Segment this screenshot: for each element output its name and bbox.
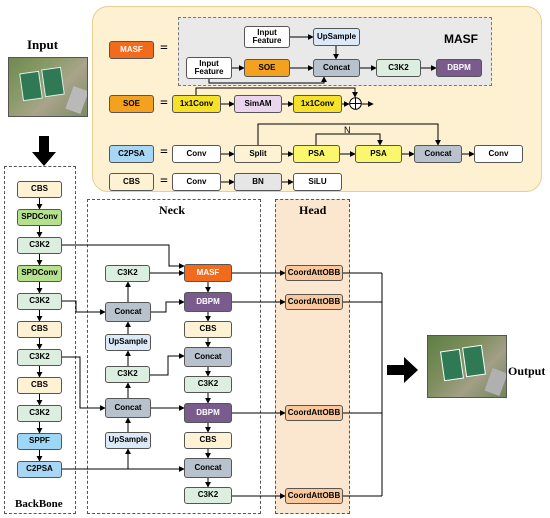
masf-concat-node: Concat [313, 59, 360, 77]
neck-concat-right-lower: Concat [184, 458, 232, 478]
c2psa-conv-node-2: Conv [474, 145, 523, 163]
big-down-arrow [32, 136, 56, 166]
backbone-cbs-2: CBS [17, 321, 62, 338]
backbone-c2psa: C2PSA [17, 461, 62, 478]
head-coordattobb-2: CoordAttOBB [285, 294, 343, 310]
masf-input-feature-1: Input Feature [244, 26, 290, 48]
backbone-c3k2-3: C3K2 [17, 349, 62, 366]
legend-cbs-node: CBS [109, 173, 154, 191]
backbone-c3k2-2: C3K2 [17, 293, 62, 310]
soe-1x1conv-node-2: 1x1Conv [293, 95, 342, 113]
neck-c3k2-bottom: C3K2 [184, 487, 232, 504]
head-region [275, 199, 350, 514]
equals-sign-c2psa: = [160, 145, 168, 160]
equals-sign-soe: = [160, 96, 168, 111]
elementwise-add-icon [349, 97, 362, 110]
n-repeat-label: N [344, 125, 351, 135]
backbone-label: BackBone [15, 498, 63, 510]
legend-soe-node: SOE [109, 95, 154, 113]
head-label: Head [299, 203, 327, 217]
cbs-silu-node: SiLU [293, 173, 342, 191]
masf-dbpm-node: DBPM [436, 59, 482, 77]
neck-cbs-lower: CBS [184, 432, 232, 449]
head-coordattobb-3: CoordAttOBB [285, 405, 343, 421]
neck-region [87, 199, 261, 514]
neck-c3k2-mid: C3K2 [105, 366, 150, 383]
neck-upsample-lower: UpSample [105, 432, 151, 449]
backbone-spdconv-2: SPDConv [17, 265, 62, 282]
c2psa-conv-node-1: Conv [172, 145, 221, 163]
backbone-c3k2-1: C3K2 [17, 237, 62, 254]
cbs-conv-node: Conv [172, 173, 221, 191]
neck-upsample-upper: UpSample [105, 334, 151, 351]
big-right-arrow [387, 357, 418, 383]
backbone-cbs-1: CBS [17, 181, 62, 198]
head-coordattobb-4: CoordAttOBB [285, 488, 343, 504]
masf-c3k2-node: C3K2 [376, 59, 421, 77]
masf-soe-node: SOE [244, 59, 290, 77]
legend-c2psa-node: C2PSA [109, 145, 154, 163]
cbs-bn-node: BN [234, 173, 282, 191]
masf-upsample-node: UpSample [313, 28, 360, 46]
neck-c3k2-right: C3K2 [184, 376, 232, 393]
neck-concat-lower: Concat [105, 398, 151, 418]
neck-masf-node: MASF [184, 264, 232, 282]
head-coordattobb-1: CoordAttOBB [285, 265, 343, 281]
masf-panel-title: MASF [444, 32, 478, 46]
masf-input-feature-2: Input Feature [186, 57, 232, 79]
neck-dbpm-lower: DBPM [184, 403, 232, 423]
equals-sign-cbs: = [160, 174, 168, 189]
c2psa-psa-node-1: PSA [293, 145, 340, 163]
input-aerial-image [8, 57, 88, 117]
backbone-spdconv-1: SPDConv [17, 209, 62, 226]
soe-1x1conv-node-1: 1x1Conv [172, 95, 221, 113]
neck-c3k2-top: C3K2 [105, 265, 150, 282]
legend-masf-node: MASF [109, 41, 154, 59]
soe-simam-node: SimAM [234, 95, 282, 113]
c2psa-psa-node-2: PSA [355, 145, 402, 163]
backbone-region [4, 166, 76, 514]
output-aerial-image [427, 335, 507, 398]
neck-dbpm-upper: DBPM [184, 292, 232, 312]
neck-label: Neck [159, 203, 185, 217]
neck-concat-upper: Concat [105, 302, 151, 322]
equals-sign-masf: = [160, 41, 168, 56]
output-label: Output [508, 364, 546, 378]
neck-concat-right-upper: Concat [184, 347, 232, 367]
backbone-cbs-3: CBS [17, 377, 62, 394]
backbone-c3k2-4: C3K2 [17, 405, 62, 422]
c2psa-split-node: Split [234, 145, 282, 163]
neck-cbs-upper: CBS [184, 321, 232, 338]
backbone-sppf: SPPF [17, 433, 62, 450]
input-label: Input [27, 37, 59, 52]
c2psa-concat-node: Concat [414, 145, 462, 163]
